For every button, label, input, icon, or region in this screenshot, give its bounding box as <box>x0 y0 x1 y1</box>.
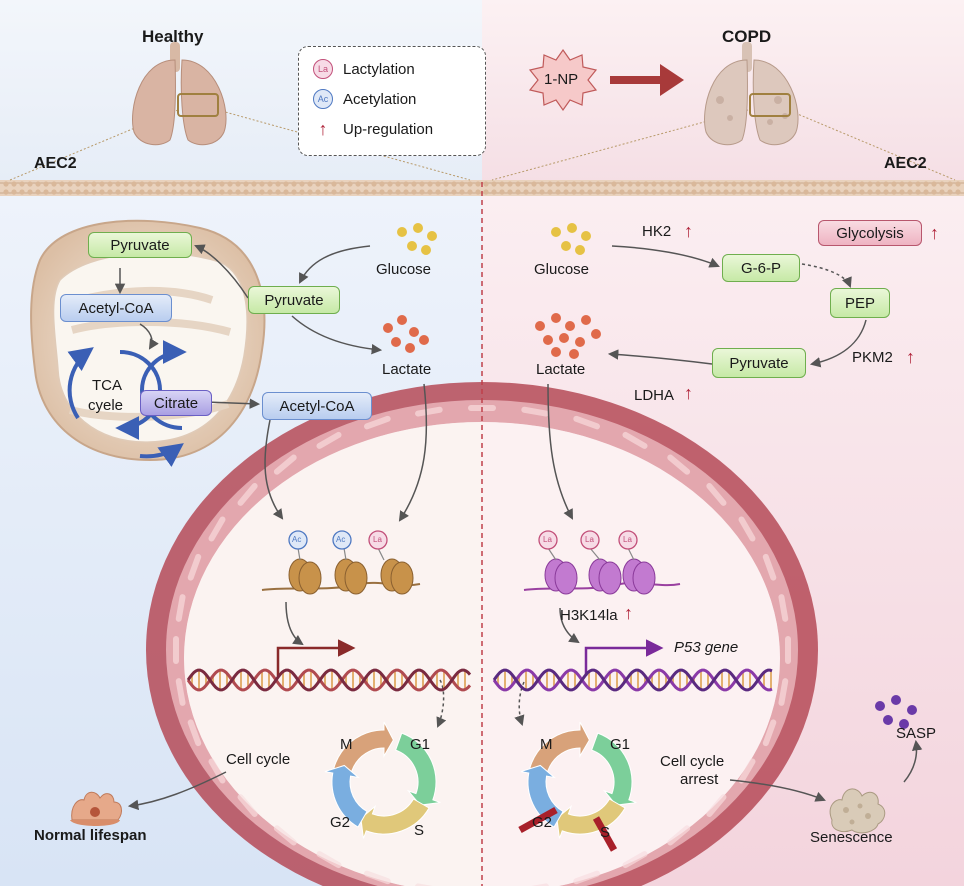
glycolysis-box: Glycolysis <box>818 220 922 246</box>
cell-membrane <box>0 180 964 196</box>
starburst-icon <box>528 48 598 112</box>
transcription-arrow-copd <box>584 639 664 676</box>
mark-copd-1: La <box>543 535 552 544</box>
healthy-outcome-label: Normal lifespan <box>34 827 147 844</box>
pkm2-up-arrow: ↑ <box>906 347 915 367</box>
arrest-mark <box>518 806 618 852</box>
copd-phase-g2: G2 <box>532 814 553 831</box>
legend-upregulation: ↑ Up-regulation <box>313 118 434 139</box>
glycolysis-up-arrow: ↑ <box>930 223 939 243</box>
glucose-dots-healthy <box>397 223 437 255</box>
lactate-dots-copd <box>535 313 601 359</box>
senescent-cell-icon <box>829 788 886 834</box>
citrate-box: Citrate <box>140 390 212 416</box>
histone-mark-label: H3K14la <box>560 607 618 624</box>
sasp-dots <box>875 695 917 729</box>
up-arrow-icon: ↑ <box>318 118 328 139</box>
healthy-title: Healthy <box>142 27 204 46</box>
transcription-arrow-healthy <box>276 639 356 676</box>
ldha-label: LDHA <box>634 387 675 404</box>
hk2-up-arrow: ↑ <box>684 221 693 241</box>
lactylation-icon: La <box>313 59 333 79</box>
arrest-label-2: arrest <box>680 771 719 788</box>
copd-phase-g1: G1 <box>610 736 631 753</box>
mark-healthy-1: Ac <box>292 535 302 544</box>
legend-acetylation-label: Acetylation <box>343 90 417 108</box>
legend: La Lactylation Ac Acetylation ↑ Up-regul… <box>298 46 486 156</box>
mark-copd-3: La <box>623 535 632 544</box>
lipid-heads <box>3 181 961 195</box>
copd-title: COPD <box>722 27 772 46</box>
left-cell-label: AEC2 <box>34 155 77 172</box>
copd-outcome-label: Senescence <box>810 829 893 846</box>
sasp-label: SASP <box>896 725 937 742</box>
dna-helix-icon <box>186 668 472 692</box>
mito-acetylcoa-box: Acetyl-CoA <box>60 294 172 322</box>
healthy-lactate-label: Lactate <box>382 361 432 378</box>
legend-lactylation: La Lactylation <box>313 59 415 79</box>
legend-lactylation-label: Lactylation <box>343 60 415 78</box>
healthy-phase-g1: G1 <box>410 736 431 753</box>
g6p-box: G-6-P <box>722 254 800 282</box>
healthy-phase-m: M <box>340 736 353 753</box>
lung-copd-icon <box>704 42 799 146</box>
healthy-phase-g2: G2 <box>330 814 351 831</box>
glucose-dots-copd <box>551 223 591 255</box>
right-cell-label: AEC2 <box>884 155 927 172</box>
arrow-right-icon <box>610 64 684 96</box>
healthy-acetylcoa-box: Acetyl-CoA <box>262 392 372 420</box>
mark-copd-2: La <box>585 535 594 544</box>
hk2-label: HK2 <box>642 223 672 240</box>
histone-up-arrow: ↑ <box>624 603 633 623</box>
mark-healthy-2: Ac <box>336 535 346 544</box>
arrest-label-1: Cell cycle <box>660 753 725 770</box>
copd-lactate-label: Lactate <box>536 361 586 378</box>
acetylation-icon: Ac <box>313 89 333 109</box>
healthy-cell-cycle-label: Cell cycle <box>226 751 291 768</box>
p53-gene-label: P53 gene <box>674 639 739 656</box>
dna-helix-icon <box>492 668 773 692</box>
cell-cycle-icon <box>324 721 441 839</box>
healthy-glucose-label: Glucose <box>376 261 432 278</box>
legend-upregulation-label: Up-regulation <box>343 120 434 138</box>
lung-icon <box>132 42 227 146</box>
pkm2-label: PKM2 <box>852 349 893 366</box>
copd-pyruvate-box: Pyruvate <box>712 348 806 378</box>
lactate-dots-healthy <box>383 315 429 353</box>
copd-phase-s: S <box>600 824 611 841</box>
tca-label-2: cyele <box>88 397 124 414</box>
copd-phase-m: M <box>540 736 553 753</box>
healthy-pyruvate-box: Pyruvate <box>248 286 340 314</box>
nucleosome-icon <box>261 530 421 595</box>
legend-acetylation: Ac Acetylation <box>313 89 416 109</box>
pep-box: PEP <box>830 288 890 318</box>
ldha-up-arrow: ↑ <box>684 383 693 403</box>
mito-pyruvate-box: Pyruvate <box>88 232 192 258</box>
copd-glucose-label: Glucose <box>534 261 590 278</box>
tca-label-1: TCA <box>92 377 122 394</box>
healthy-cell-icon <box>70 791 122 826</box>
nucleosome-icon <box>523 530 681 595</box>
healthy-phase-s: S <box>414 822 425 839</box>
mark-healthy-3: La <box>373 535 382 544</box>
trigger-label: 1-NP <box>544 71 579 88</box>
